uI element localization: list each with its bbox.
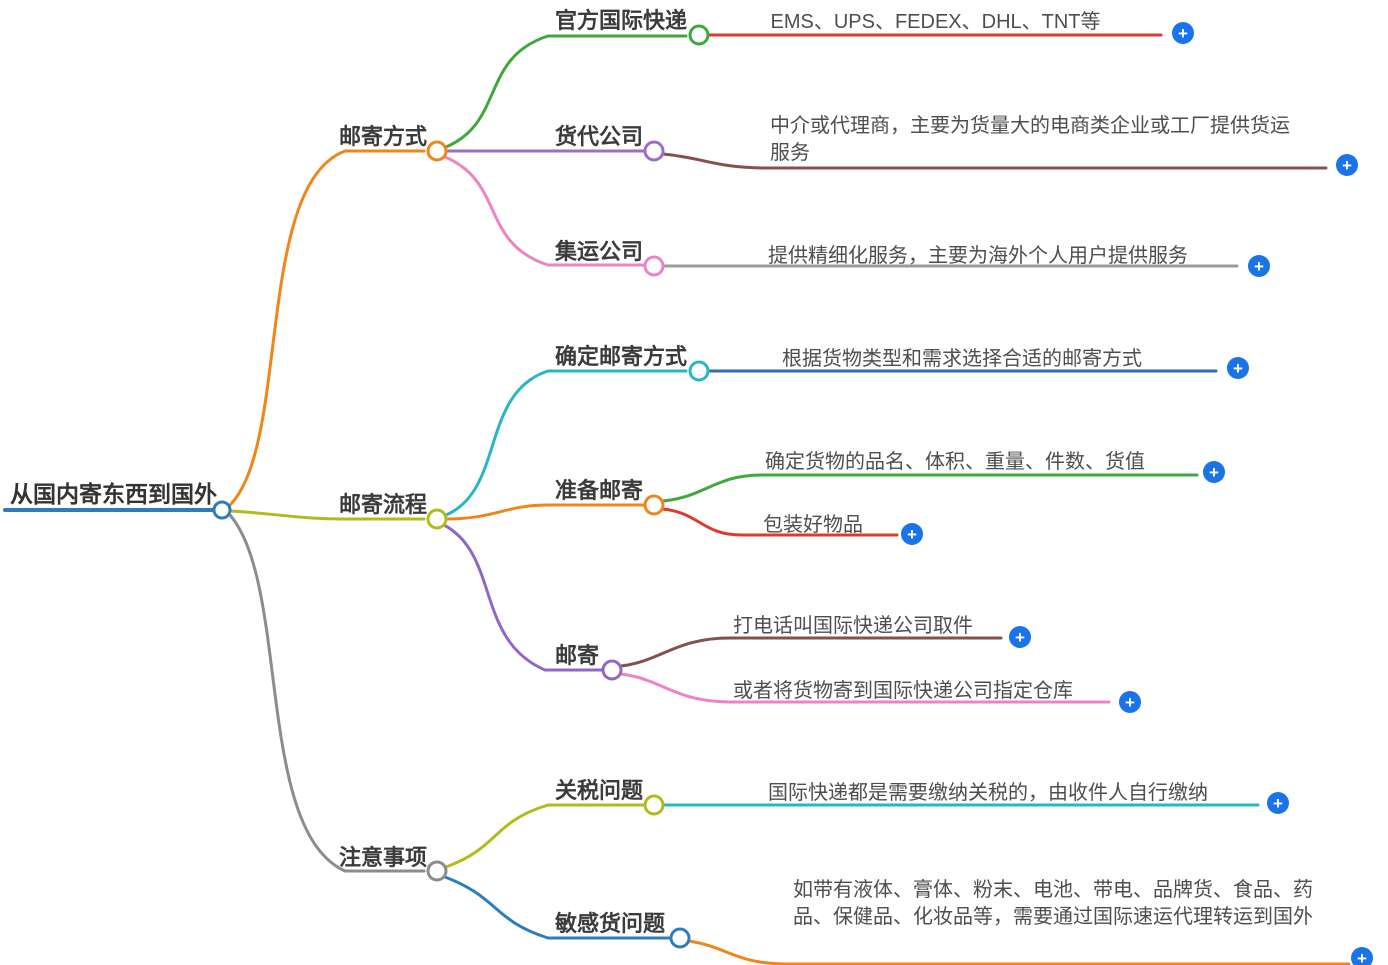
- plus-icon: +: [1125, 692, 1135, 712]
- note-prepare-goods-info[interactable]: 确定货物的品名、体积、重量、件数、货值: [765, 451, 1145, 473]
- node-handle-consolidation-company[interactable]: [643, 255, 665, 277]
- plus-icon: +: [1209, 462, 1219, 482]
- add-button-choose-method-note[interactable]: +: [1227, 357, 1249, 379]
- edge-root-to-precautions: [228, 513, 426, 873]
- note-call-courier[interactable]: 打电话叫国际快递公司取件: [733, 615, 973, 637]
- node-label-tariff-issue[interactable]: 关税问题: [555, 778, 644, 803]
- node-handle-sensitive-goods[interactable]: [669, 927, 691, 949]
- edge-mail-note-2: [619, 672, 1111, 704]
- node-handle-freight-forwarder[interactable]: [643, 140, 665, 162]
- edge-to-choose-method: [444, 369, 688, 517]
- edge-root-to-mailing-methods: [228, 149, 426, 507]
- edge-to-sensitive-goods: [443, 875, 672, 940]
- note-official-express[interactable]: EMS、UPS、FEDEX、DHL、TNT等: [770, 11, 1101, 33]
- node-label-freight-forwarder[interactable]: 货代公司: [555, 124, 644, 149]
- edge-to-prepare-mailing: [444, 503, 647, 521]
- note-sensitive-goods[interactable]: 如带有液体、膏体、粉末、电池、带电、品牌货、食品、药品、保健品、化妆品等，需要通…: [793, 879, 1313, 928]
- plus-icon: +: [1357, 948, 1367, 965]
- edge-to-tariff-issue: [444, 803, 647, 869]
- plus-icon: +: [1273, 793, 1283, 813]
- add-button-freight-forwarder-note[interactable]: +: [1336, 154, 1358, 176]
- note-freight-forwarder[interactable]: 中介或代理商，主要为货量大的电商类企业或工厂提供货运服务: [770, 115, 1290, 164]
- plus-icon: +: [1015, 627, 1025, 647]
- branch-label-mailing-methods[interactable]: 邮寄方式: [339, 124, 428, 149]
- edge-prepare-note-1: [661, 473, 1199, 503]
- add-button-consolidation-note[interactable]: +: [1248, 255, 1270, 277]
- node-label-prepare-mailing[interactable]: 准备邮寄: [555, 478, 644, 503]
- plus-icon: +: [907, 524, 917, 544]
- add-button-tariff-note[interactable]: +: [1267, 792, 1289, 814]
- node-handle-precautions[interactable]: [426, 860, 448, 882]
- edge-to-consolidation-company: [443, 155, 647, 267]
- edge-prepare-note-2: [661, 507, 899, 537]
- plus-icon: +: [1233, 358, 1243, 378]
- edge-to-official-express: [444, 34, 688, 149]
- note-pack-items[interactable]: 包装好物品: [763, 514, 863, 536]
- note-tariff[interactable]: 国际快递都是需要缴纳关税的，由收件人自行缴纳: [768, 782, 1208, 804]
- note-choose-method[interactable]: 根据货物类型和需求选择合适的邮寄方式: [782, 348, 1142, 370]
- add-button-official-express-note[interactable]: +: [1172, 22, 1194, 44]
- node-handle-choose-method[interactable]: [688, 360, 710, 382]
- add-button-prepare-note-1[interactable]: +: [1203, 461, 1225, 483]
- edge-freight-forwarder-note: [661, 152, 1328, 170]
- node-label-consolidation-company[interactable]: 集运公司: [555, 239, 644, 264]
- add-button-prepare-note-2[interactable]: +: [901, 523, 923, 545]
- note-consolidation-company[interactable]: 提供精细化服务，主要为海外个人用户提供服务: [768, 245, 1188, 267]
- plus-icon: +: [1178, 23, 1188, 43]
- node-handle-mailing-process[interactable]: [426, 508, 448, 530]
- node-label-mail[interactable]: 邮寄: [555, 643, 600, 668]
- branch-label-precautions[interactable]: 注意事项: [339, 845, 428, 870]
- node-label-choose-method[interactable]: 确定邮寄方式: [555, 344, 688, 369]
- edge-to-mail: [442, 523, 604, 672]
- note-send-to-warehouse[interactable]: 或者将货物寄到国际快递公司指定仓库: [733, 680, 1073, 702]
- root-node-label[interactable]: 从国内寄东西到国外: [10, 481, 217, 507]
- add-button-mail-note-1[interactable]: +: [1009, 626, 1031, 648]
- node-handle-mail[interactable]: [601, 659, 623, 681]
- edge-root-to-mailing-process: [229, 509, 426, 521]
- node-handle-mailing-methods[interactable]: [426, 140, 448, 162]
- plus-icon: +: [1254, 256, 1264, 276]
- node-handle-official-express[interactable]: [688, 24, 710, 46]
- branch-label-mailing-process[interactable]: 邮寄流程: [339, 492, 428, 517]
- node-label-official-express[interactable]: 官方国际快递: [555, 8, 688, 33]
- plus-icon: +: [1342, 155, 1352, 175]
- edge-mail-note-1: [619, 636, 1003, 668]
- add-button-sensitive-goods-note[interactable]: +: [1351, 947, 1373, 965]
- node-label-sensitive-goods[interactable]: 敏感货问题: [555, 911, 666, 936]
- node-handle-tariff-issue[interactable]: [643, 794, 665, 816]
- add-button-mail-note-2[interactable]: +: [1119, 691, 1141, 713]
- node-handle-prepare-mailing[interactable]: [643, 494, 665, 516]
- edge-sensitive-goods-note: [687, 939, 1351, 965]
- node-handle-root[interactable]: [212, 500, 232, 520]
